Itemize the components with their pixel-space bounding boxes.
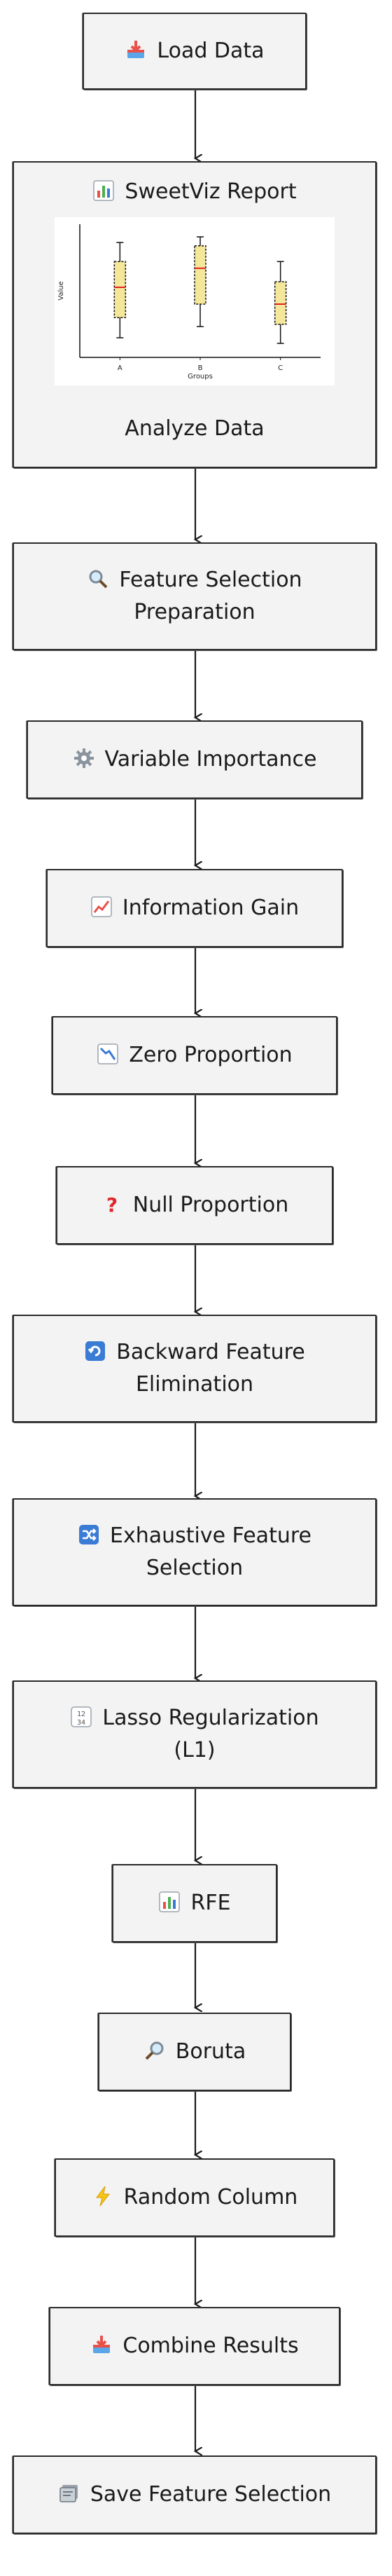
node-label: Zero Proportion — [129, 1043, 293, 1067]
y-axis-label: Value — [57, 281, 65, 300]
bar-chart-icon — [92, 179, 115, 202]
node-label-line2: Selection — [146, 1556, 244, 1580]
node-save-feature-selection[interactable]: Save Feature Selection — [13, 2455, 377, 2534]
x-axis-label: Groups — [188, 373, 213, 381]
question-mark-icon: ? — [101, 1193, 123, 1215]
node-label: Random Column — [123, 2185, 298, 2210]
node-label: RFE — [190, 1891, 231, 1915]
node-exhaustive-selection[interactable]: Exhaustive Feature Selection — [13, 1498, 377, 1606]
inbox-tray-icon — [125, 39, 147, 61]
bar-chart-icon — [158, 1891, 181, 1913]
box-B — [194, 245, 206, 305]
inbox-tray-icon — [90, 2334, 113, 2356]
box-C — [274, 281, 287, 325]
lightning-icon — [92, 2185, 114, 2207]
node-label-line2: (L1) — [174, 1738, 216, 1762]
node-label: Variable Importance — [104, 747, 317, 772]
node-combine-results[interactable]: Combine Results — [49, 2307, 340, 2385]
node-label-line1: Lasso Regularization — [102, 1706, 319, 1730]
node-rfe[interactable]: RFE — [112, 1864, 277, 1943]
node-information-gain[interactable]: Information Gain — [46, 869, 343, 947]
card-file-icon — [58, 2482, 80, 2505]
node-label-line2: Elimination — [135, 1372, 254, 1397]
svg-text:34: 34 — [77, 1719, 85, 1727]
node-label-line2: Preparation — [134, 600, 255, 624]
magnifier-icon — [87, 568, 109, 590]
node-variable-importance[interactable]: Variable Importance — [27, 720, 363, 799]
magnifier-right-icon — [144, 2039, 166, 2062]
node-zero-proportion[interactable]: Zero Proportion — [52, 1016, 337, 1095]
node-label: Combine Results — [122, 2334, 299, 2358]
chart-decreasing-icon — [97, 1043, 119, 1065]
node-label: Save Feature Selection — [90, 2482, 332, 2507]
node-backward-elimination[interactable]: Backward Feature Elimination — [13, 1315, 377, 1423]
node-label: Load Data — [157, 39, 265, 63]
svg-text:?: ? — [106, 1193, 118, 1215]
node-null-proportion[interactable]: ? Null Proportion — [56, 1166, 333, 1245]
node-label: Boruta — [175, 2039, 246, 2064]
node-boruta[interactable]: Boruta — [98, 2013, 291, 2091]
report-subtitle: Analyze Data — [125, 416, 265, 441]
node-label-line1: Exhaustive Feature — [110, 1523, 312, 1548]
node-random-column[interactable]: Random Column — [55, 2158, 335, 2237]
x-tick-label-A: A — [118, 364, 122, 372]
node-label-line1: Feature Selection — [119, 568, 302, 592]
chart-increasing-icon — [90, 896, 113, 918]
shuffle-icon — [78, 1523, 100, 1546]
refresh-icon — [84, 1340, 106, 1362]
report-title: SweetViz Report — [125, 179, 297, 204]
node-label: Information Gain — [122, 896, 300, 920]
svg-text:12: 12 — [77, 1711, 85, 1718]
node-label: Null Proportion — [132, 1193, 289, 1217]
node-feature-selection-prep[interactable]: Feature Selection Preparation — [13, 542, 377, 650]
node-load-data[interactable]: Load Data — [83, 13, 307, 90]
node-label-line1: Backward Feature — [116, 1340, 305, 1364]
x-tick-label-B: B — [198, 364, 203, 372]
box-A — [113, 261, 127, 318]
gear-icon — [73, 747, 95, 769]
x-tick-label-C: C — [278, 364, 283, 372]
